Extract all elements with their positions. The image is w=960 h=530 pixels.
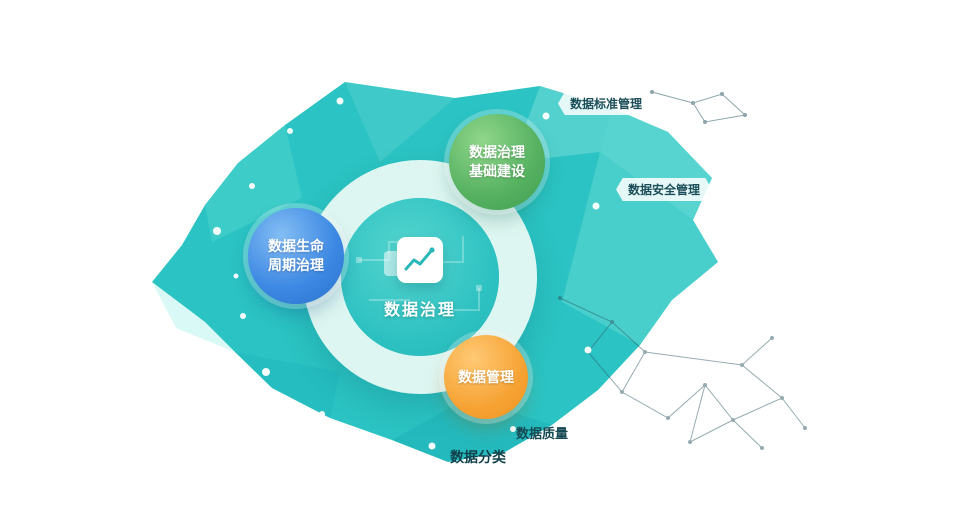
mini-card-shape: [384, 251, 401, 276]
bubble-lifecycle-label: 数据生命 周期治理: [268, 238, 324, 273]
decor-dots: [213, 97, 600, 450]
bubble-management-label: 数据管理: [458, 368, 514, 385]
bubble-foundation-label: 数据治理 基础建设: [469, 144, 525, 179]
chart-line-icon: [397, 237, 443, 283]
label-data-classify: 数据分类: [450, 449, 506, 465]
center-title: 数据治理: [383, 302, 456, 319]
label-data-standard: 数据标准管理: [558, 92, 655, 115]
bubble-management: 数据管理: [444, 335, 528, 419]
label-data-security: 数据安全管理: [616, 178, 713, 201]
chart-line-glyph: [404, 247, 435, 271]
bubble-lifecycle: 数据生命 周期治理: [248, 208, 344, 304]
network-constellation-top: [650, 90, 747, 124]
network-constellation-bottom: [558, 296, 807, 450]
bubble-foundation: 数据治理 基础建设: [449, 114, 545, 210]
label-data-quality: 数据质量: [516, 426, 569, 441]
